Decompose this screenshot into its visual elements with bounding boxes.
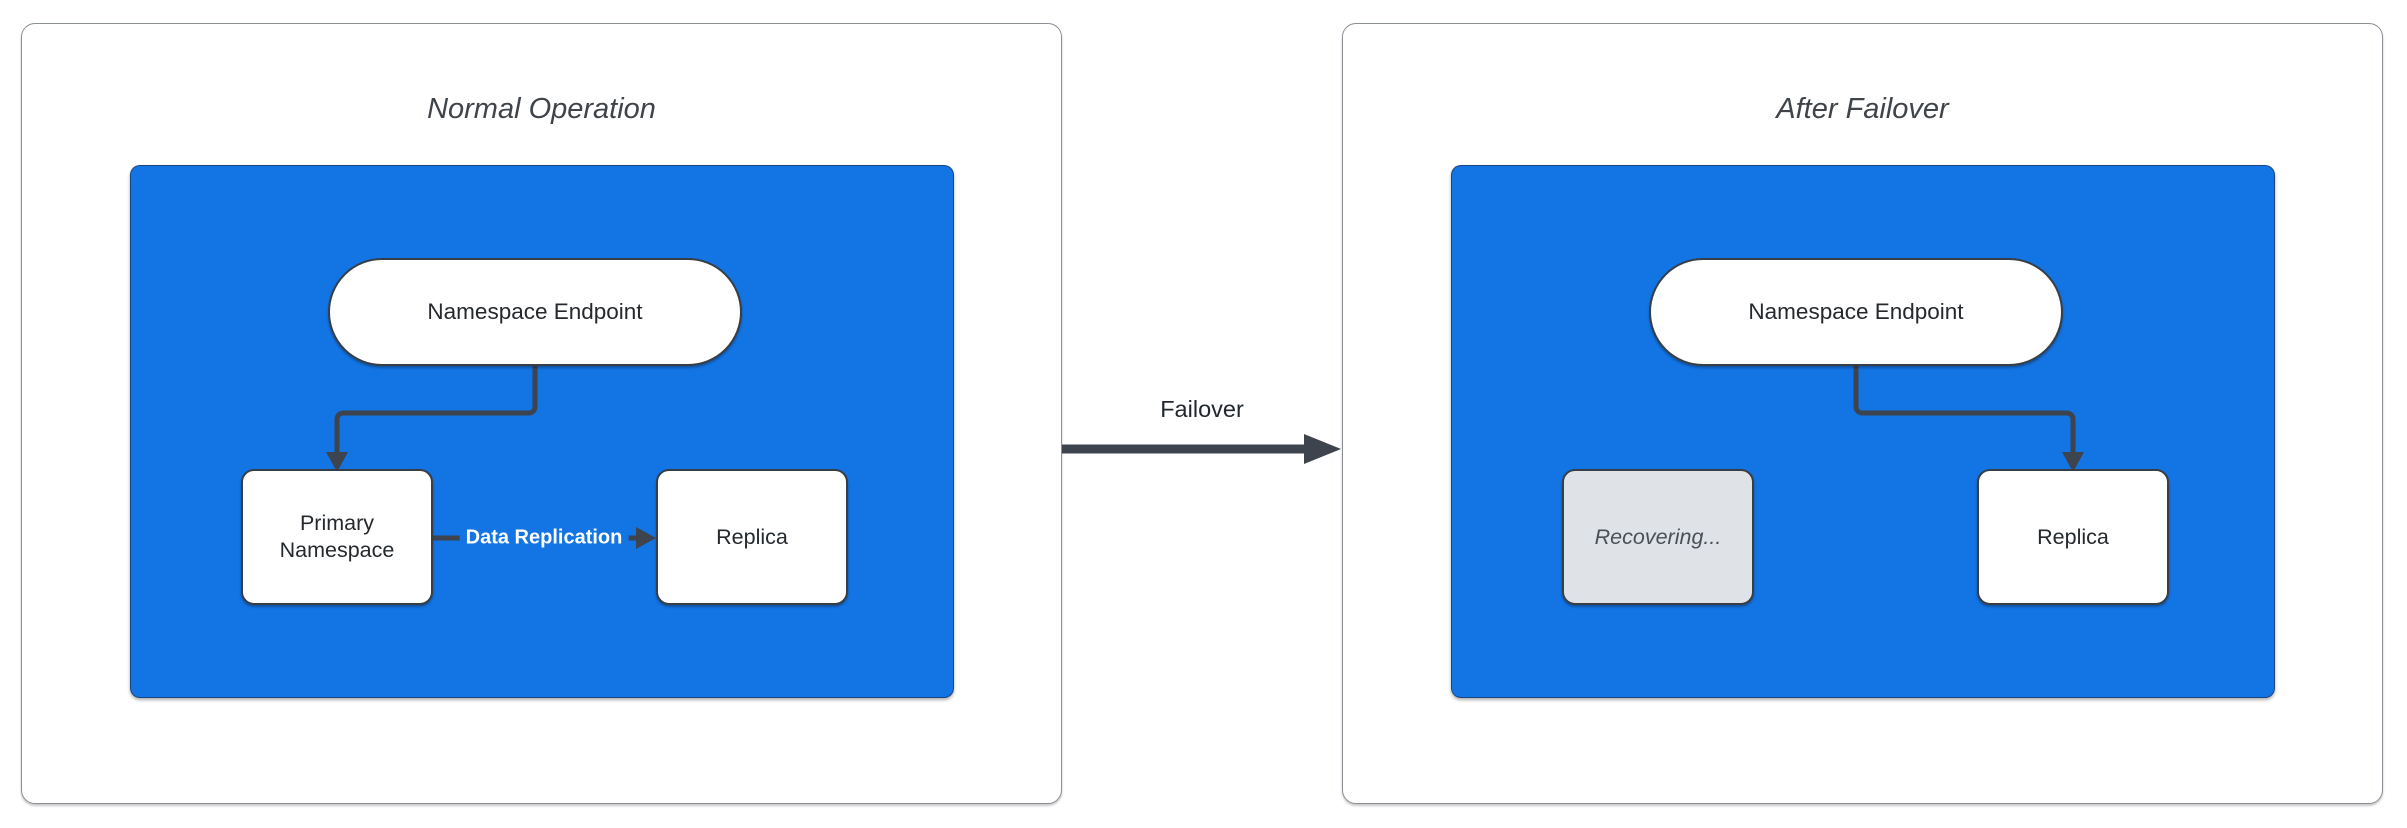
namespace-endpoint-node-failover: Namespace Endpoint bbox=[1649, 258, 2063, 366]
replica-node-normal: Replica bbox=[656, 469, 848, 605]
failover-transition: Failover bbox=[1062, 396, 1342, 472]
recovering-label: Recovering... bbox=[1594, 524, 1722, 549]
data-replication-arrowhead bbox=[636, 527, 656, 549]
replica-label-normal: Replica bbox=[716, 524, 788, 549]
panel-normal-operation: Normal Operation Namespace Endpoint Prim… bbox=[21, 23, 1062, 804]
replica-label-failover: Replica bbox=[2037, 524, 2109, 549]
replica-node-failover: Replica bbox=[1977, 469, 2169, 605]
namespace-endpoint-label: Namespace Endpoint bbox=[427, 299, 643, 324]
primary-namespace-node: Primary Namespace bbox=[241, 469, 433, 605]
failover-arrow bbox=[1062, 434, 1341, 464]
failover-label: Failover bbox=[1160, 396, 1244, 422]
cluster-box-failover: Namespace Endpoint Recovering... Replica bbox=[1451, 165, 2275, 698]
panel-title-normal-operation: Normal Operation bbox=[427, 93, 656, 125]
connector-endpoint-to-primary bbox=[326, 366, 656, 549]
panel-title-after-failover: After Failover bbox=[1776, 93, 1949, 125]
primary-namespace-label: Primary Namespace bbox=[279, 511, 395, 562]
namespace-endpoint-label-failover: Namespace Endpoint bbox=[1748, 299, 1964, 324]
data-replication-label: Data Replication bbox=[459, 525, 629, 551]
recovering-node: Recovering... bbox=[1562, 469, 1754, 605]
connector-endpoint-to-replica bbox=[1853, 366, 2084, 472]
panel-after-failover: After Failover Namespace Endpoint Recove… bbox=[1342, 23, 2383, 804]
cluster-box-normal: Namespace Endpoint Primary Namespace Rep… bbox=[130, 165, 954, 698]
namespace-endpoint-node: Namespace Endpoint bbox=[328, 258, 742, 366]
